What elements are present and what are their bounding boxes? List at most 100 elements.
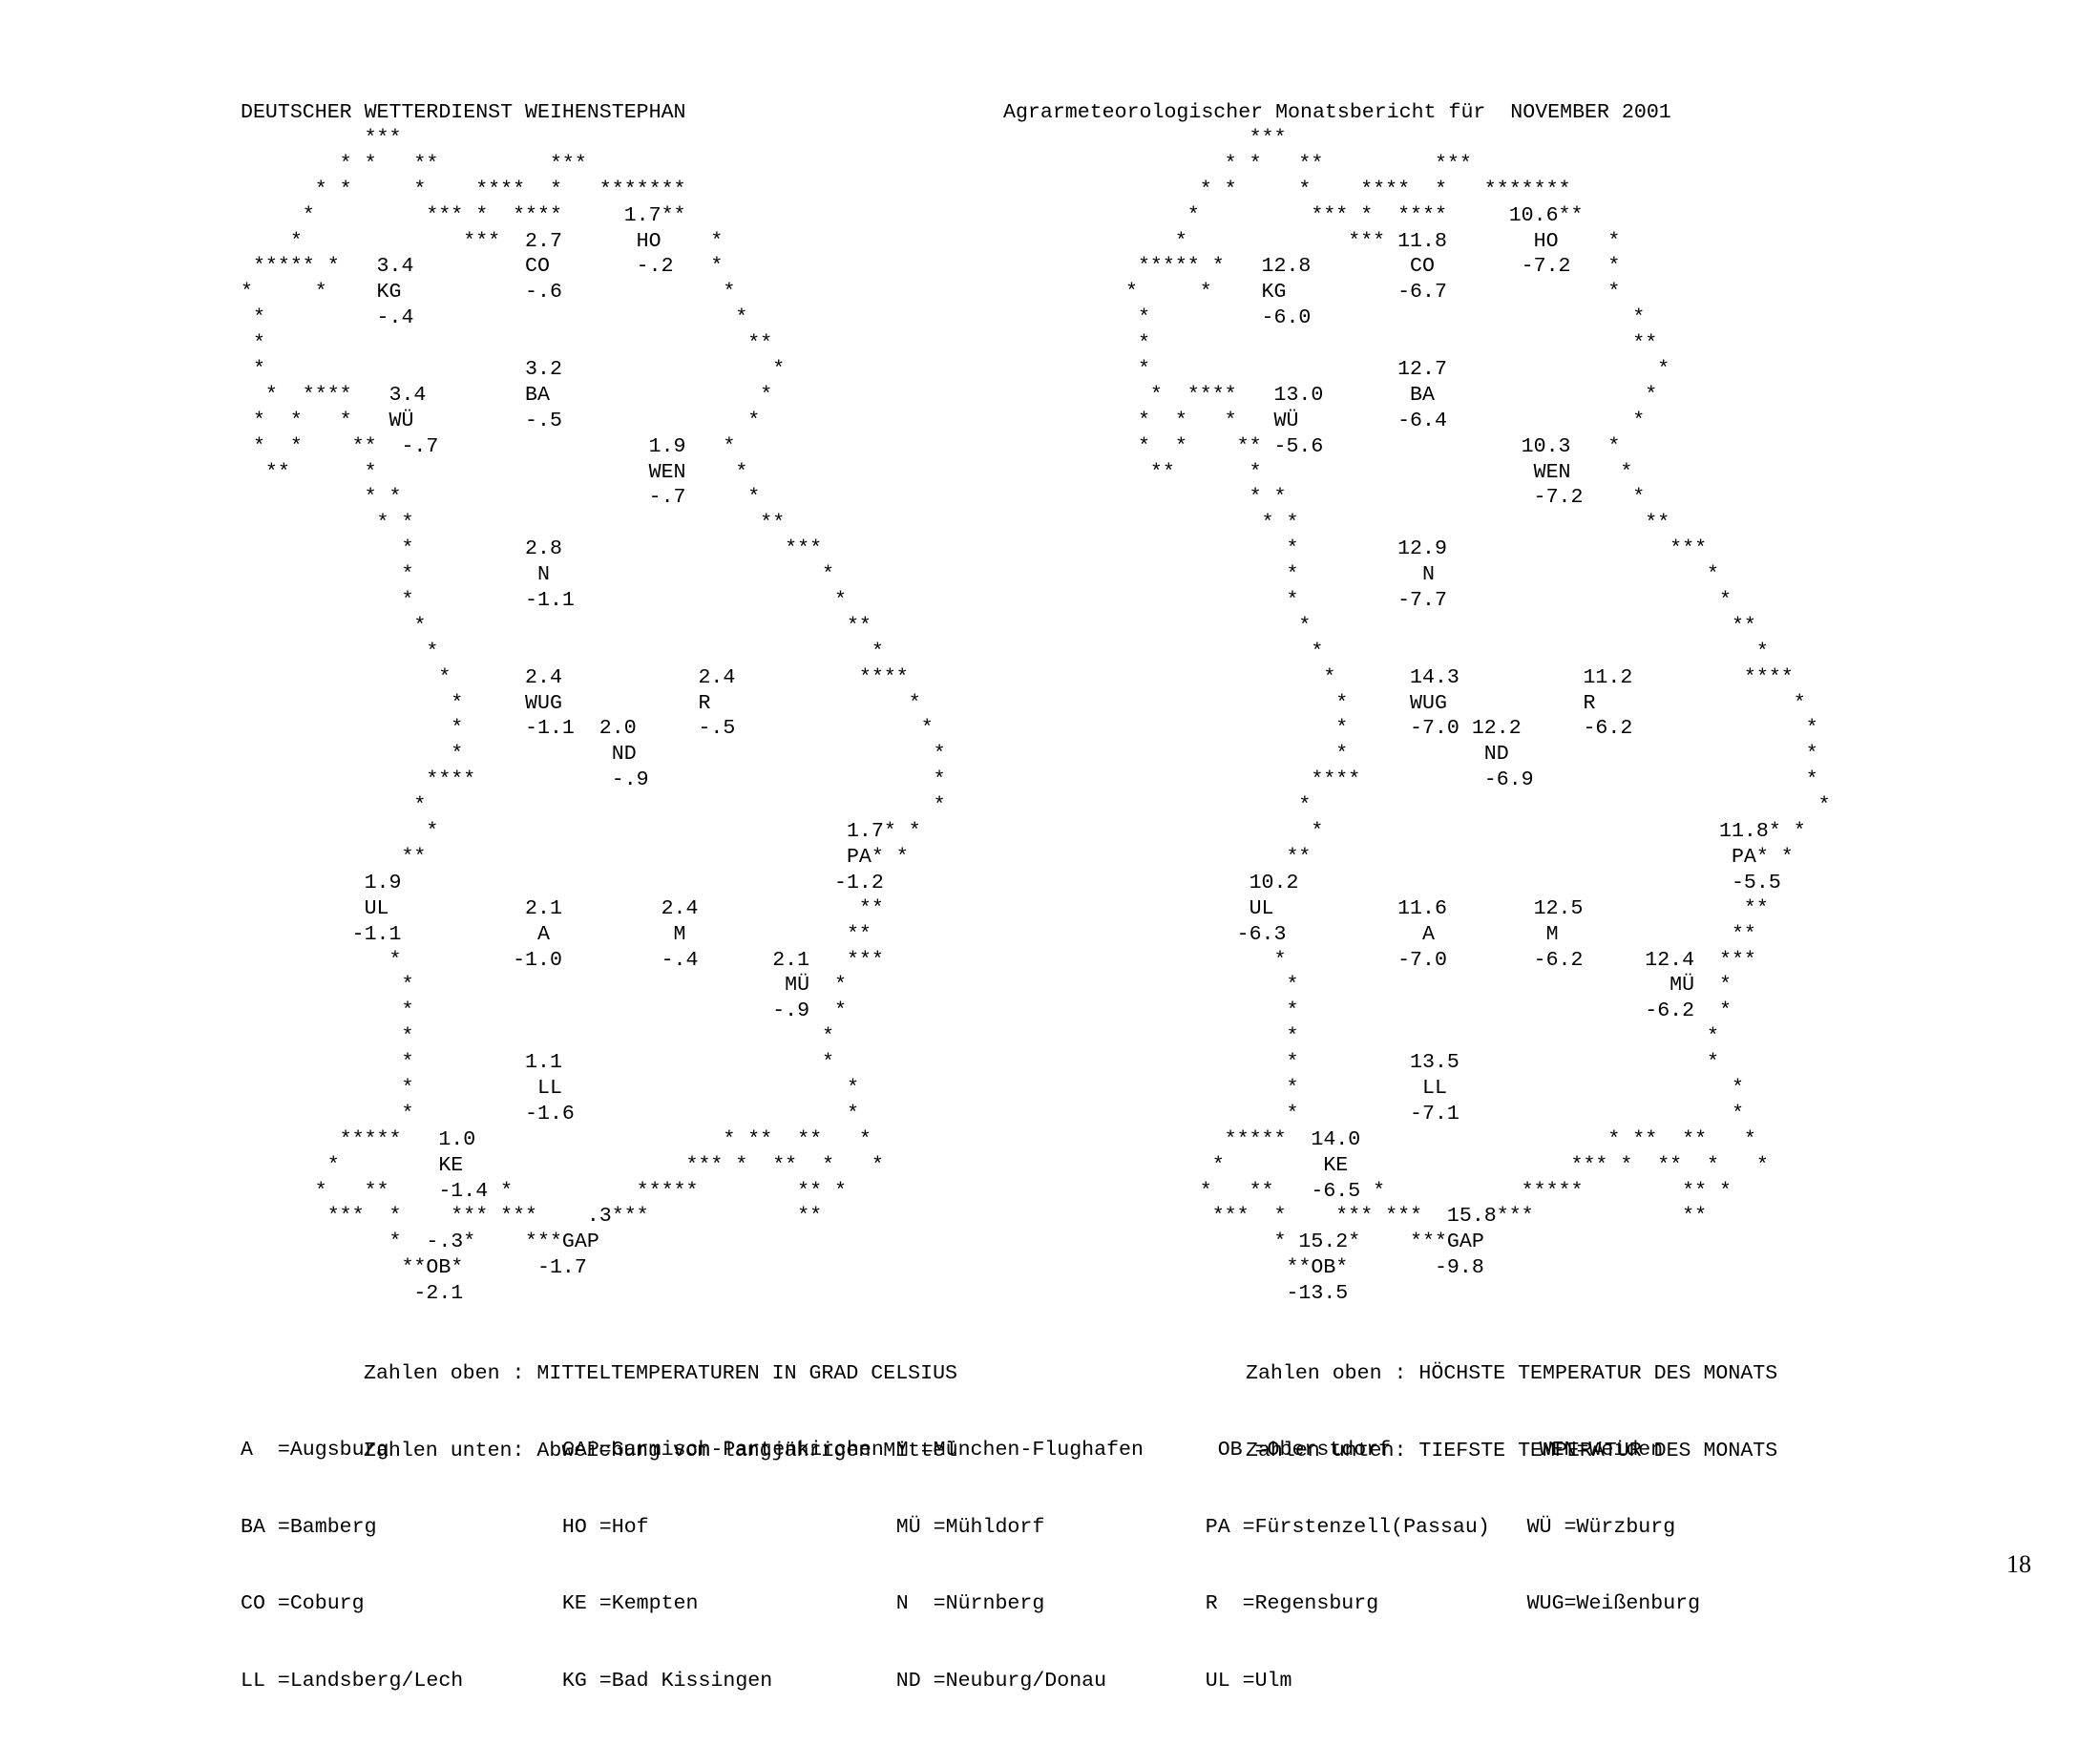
map-row: ***** 1.0 * ** ** * [241, 1127, 872, 1151]
map-row: *** * *** *** 15.8*** ** [1125, 1205, 1708, 1229]
map-row: * * KG -6.7 * [1125, 281, 1621, 305]
map-row: *** * *** *** .3*** ** [241, 1205, 823, 1229]
map-row: * * ** -5.6 10.3 * [1125, 434, 1621, 458]
map-row: ***** * 12.8 CO -7.2 * [1125, 255, 1621, 279]
map-row: * * -.7 * [241, 486, 761, 510]
map-row: UL 11.6 12.5 ** [1125, 896, 1769, 920]
map-row: * *** * **** 1.7** [241, 203, 686, 227]
report-page: DEUTSCHER WETTERDIENST WEIHENSTEPHAN Agr… [241, 101, 2031, 1693]
map-row: * 14.3 11.2 **** [1125, 665, 1794, 689]
map-row: * MÜ * [241, 974, 847, 998]
map-row: ***** * 3.4 CO -.2 * [241, 255, 724, 279]
map-row: * ** [1125, 332, 1658, 356]
map-row: * * -7.2 * [1125, 486, 1646, 510]
map-row: * ** -6.5 * ***** ** * [1125, 1179, 1732, 1203]
map-row: * 12.7 * [1125, 358, 1670, 382]
caption-left-line: Zahlen oben : MITTELTEMPERATUREN IN GRAD… [364, 1361, 958, 1385]
map-row: * -7.0 12.2 -6.2 * [1125, 717, 1818, 741]
page-number: 18 [2006, 1550, 2031, 1578]
map-row: * ** [1125, 614, 1756, 638]
map-row: * WUG R * [1125, 691, 1806, 715]
map-row: * ** [241, 614, 872, 638]
map-row: UL 2.1 2.4 ** [241, 896, 884, 920]
map-row: * * [1125, 794, 1831, 818]
map-row: * * ** -.7 1.9 * [241, 434, 736, 458]
map-row: -2.1 [241, 1282, 464, 1306]
map-row: ** * WEN * [1125, 460, 1633, 484]
map-row: * -1.1 * [241, 589, 847, 613]
map-row: * * * **** * ******* [1125, 178, 1571, 201]
map-row: * *** * **** 10.6** [1125, 203, 1584, 227]
map-row: **** -6.9 * [1125, 768, 1818, 792]
map-row: * * [1125, 1025, 1720, 1049]
map-row: ** PA* * [241, 845, 909, 869]
map-row: * 2.8 *** [241, 537, 823, 561]
map-row: * 13.5 * [1125, 1051, 1720, 1075]
map-row: **OB* -9.8 [1125, 1256, 1484, 1280]
map-row: ** * WEN * [241, 460, 748, 484]
map-row: * 2.4 2.4 **** [241, 665, 909, 689]
map-row: -13.5 [1125, 1282, 1349, 1306]
map-row: * -6.0 * [1125, 306, 1646, 330]
header-report-title: Agrarmeteorologischer Monatsbericht für … [1003, 101, 1671, 124]
caption-right-line: Zahlen unten: TIEFSTE TEMPERATUR DES MON… [1246, 1439, 1778, 1462]
legend-row: CO =Coburg KE =Kempten N =Nürnberg R =Re… [241, 1592, 1701, 1616]
map-row: ***** 14.0 * ** ** * [1125, 1127, 1756, 1151]
caption-left-line: Zahlen unten: Abweichung vom langjährige… [364, 1439, 958, 1462]
map-row: *** [1125, 127, 1287, 150]
header-institution: DEUTSCHER WETTERDIENST WEIHENSTEPHAN [241, 101, 686, 124]
map-row: * * * WÜ -.5 * [241, 409, 761, 432]
map-row: * **** 13.0 BA * [1125, 383, 1658, 407]
map-row: ** PA* * [1125, 845, 1794, 869]
map-row: * * ** [241, 512, 786, 536]
map-row: * -1.0 -.4 2.1 *** [241, 948, 884, 972]
map-row: * -7.1 * [1125, 1102, 1744, 1125]
caption-right-line: Zahlen oben : HÖCHSTE TEMPERATUR DES MON… [1246, 1361, 1778, 1385]
map-row: * KE *** * ** * * [1125, 1153, 1769, 1177]
map-row: * N * [1125, 563, 1720, 587]
map-row: * 3.2 * [241, 358, 786, 382]
map-row: * -6.2 * [1125, 999, 1732, 1023]
caption-right: Zahlen oben : HÖCHSTE TEMPERATUR DES MON… [1246, 1310, 1777, 1515]
map-row: -6.3 A M ** [1125, 922, 1756, 946]
legend-row: A =Augsburg GAP=Garmisch-Partenkirchen M… [241, 1438, 1664, 1462]
station-legend: A =Augsburg GAP=Garmisch-Partenkirchen M… [241, 1386, 1700, 1746]
legend-row: BA =Bamberg HO =Hof MÜ =Mühldorf PA =Für… [241, 1515, 1676, 1539]
map-row: * -1.6 * [241, 1102, 859, 1125]
map-row: **** -.9 * [241, 768, 946, 792]
map-row: * -7.0 -6.2 12.4 *** [1125, 948, 1756, 972]
caption-left: Zahlen oben : MITTELTEMPERATUREN IN GRAD… [364, 1310, 957, 1515]
map-row: * KE *** * ** * * [241, 1153, 884, 1177]
map-row: * 11.8* * [1125, 820, 1806, 844]
map-row: * -7.7 * [1125, 589, 1732, 613]
map-row: * * ** [1125, 512, 1670, 536]
map-row: * *** 2.7 HO * [241, 229, 724, 253]
map-row: **OB* -1.7 [241, 1256, 587, 1280]
map-row: * *** 11.8 HO * [1125, 229, 1621, 253]
map-row: * ** [241, 332, 773, 356]
map-row: * ND * [241, 743, 946, 767]
map-row: * **** 3.4 BA * [241, 383, 773, 407]
map-row: * LL * [1125, 1076, 1744, 1100]
map-row: * LL * [241, 1076, 859, 1100]
map-row: * ND * [1125, 743, 1818, 767]
legend-row: LL =Landsberg/Lech KG =Bad Kissingen ND … [241, 1669, 1292, 1693]
map-row: * -.9 * [241, 999, 847, 1023]
map-row: * * [241, 640, 884, 663]
map-row: 1.9 -1.2 [241, 871, 884, 894]
map-row: * * KG -.6 * [241, 281, 736, 305]
map-row: * 1.7* * [241, 820, 921, 844]
map-row: * WUG R * [241, 691, 921, 715]
map-row: * * ** *** [1125, 152, 1472, 176]
map-row: * N * [241, 563, 835, 587]
map-row: 10.2 -5.5 [1125, 871, 1781, 894]
map-row: * -1.1 2.0 -.5 * [241, 717, 934, 741]
map-row: * * [241, 794, 946, 818]
map-row: * -.3* ***GAP [241, 1231, 599, 1254]
map-row: * -.4 * [241, 306, 748, 330]
map-row: * * [1125, 640, 1769, 663]
map-row: * 1.1 * [241, 1051, 835, 1075]
map-row: -1.1 A M ** [241, 922, 872, 946]
map-row: * 12.9 *** [1125, 537, 1708, 561]
map-row: * * * WÜ -6.4 * [1125, 409, 1646, 432]
